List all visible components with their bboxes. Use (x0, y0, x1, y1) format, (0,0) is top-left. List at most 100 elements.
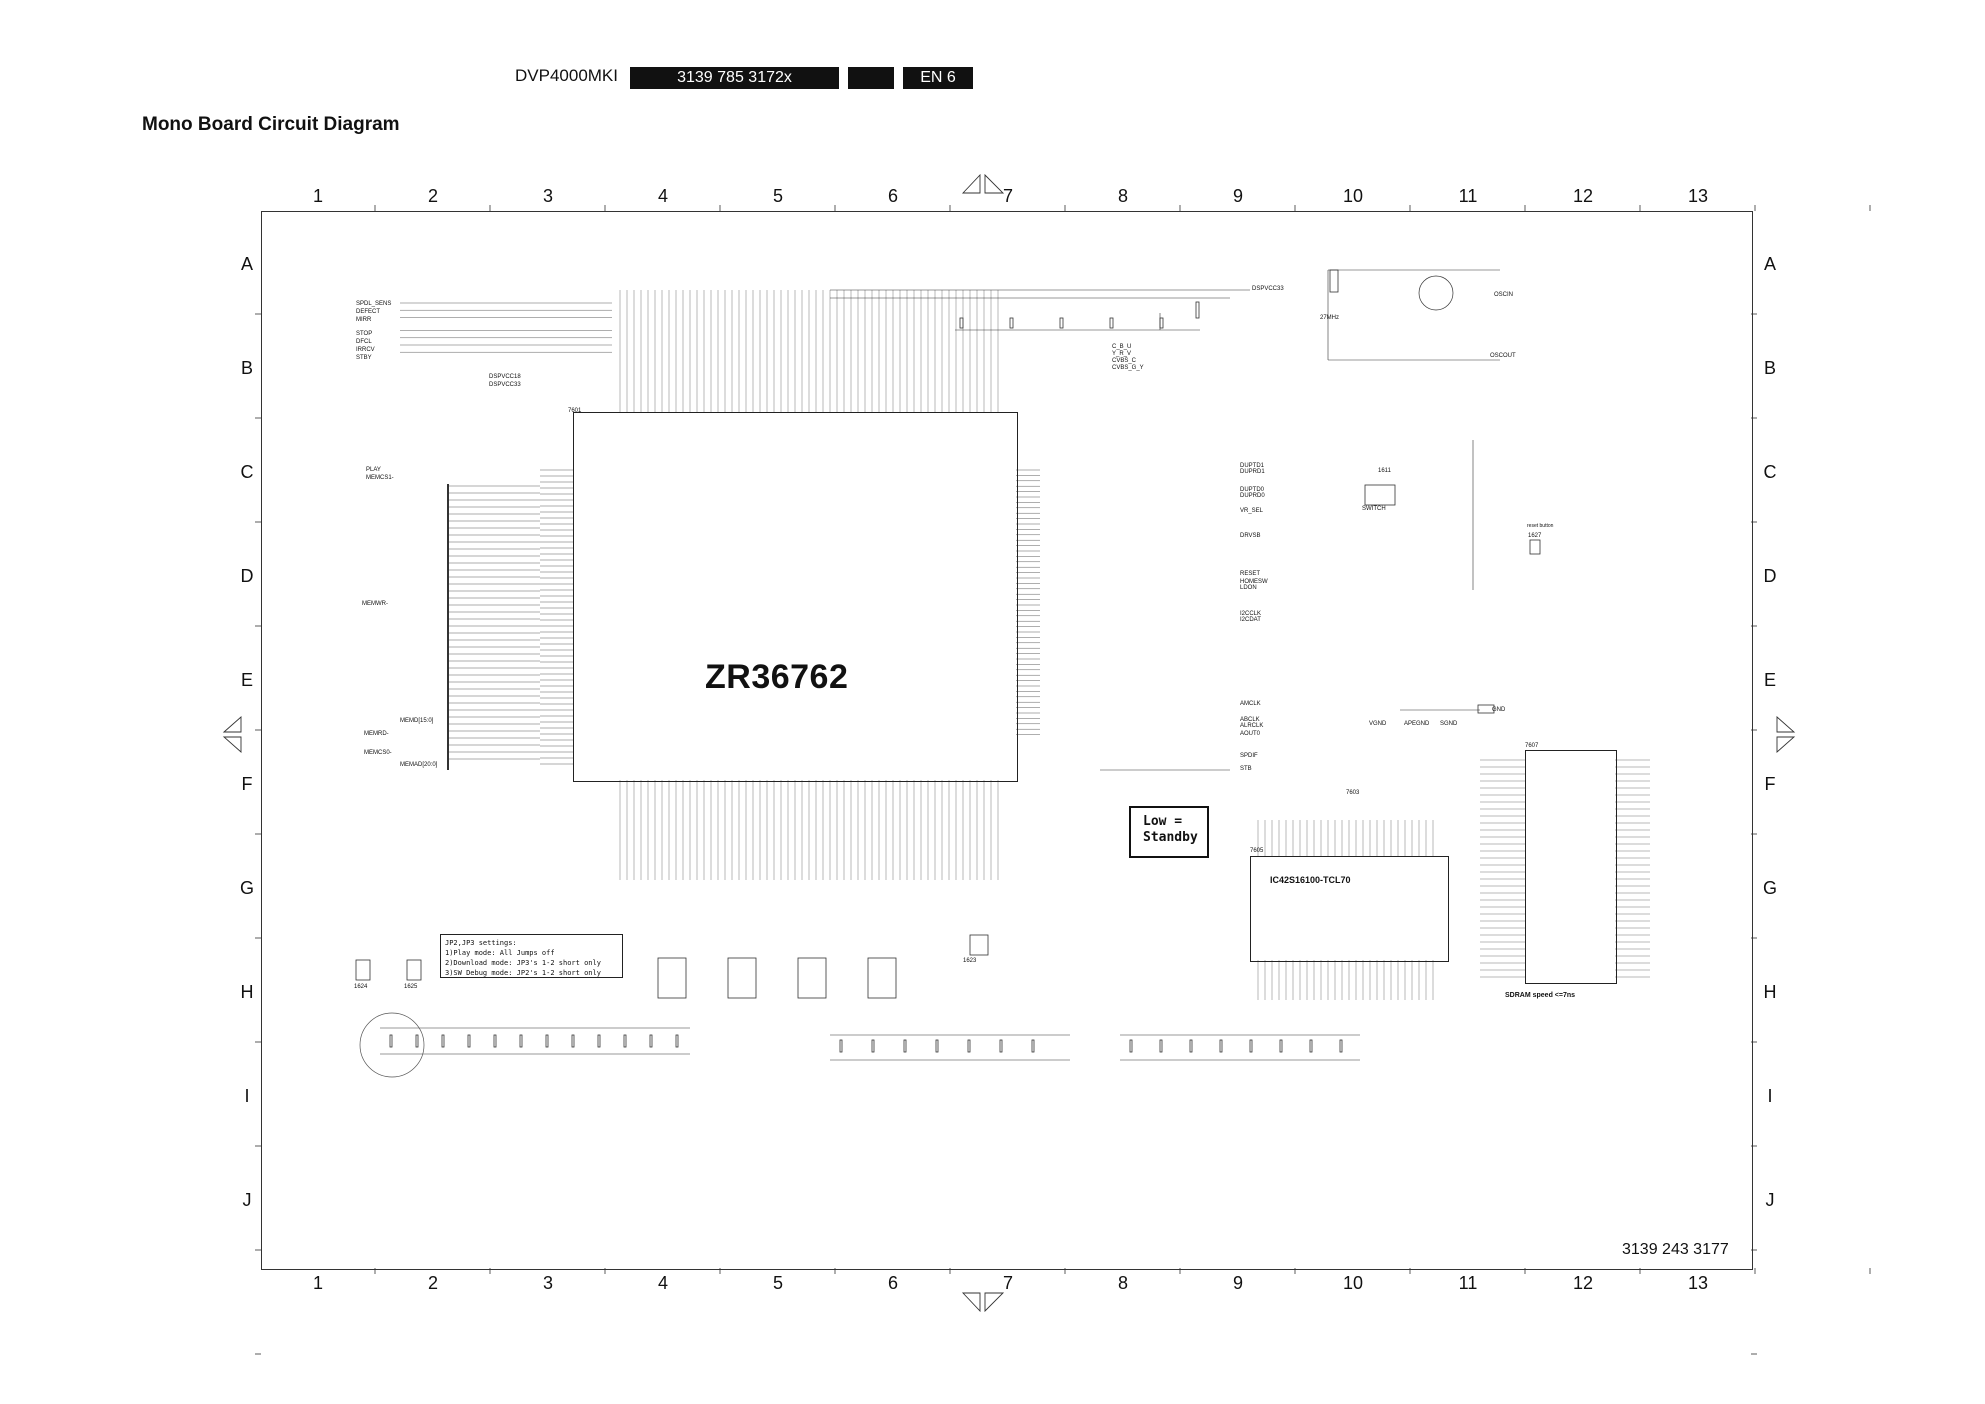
right-signal-label: AOUT0 (1240, 731, 1261, 737)
grid-column-7-bot: 7 (1002, 1273, 1013, 1293)
page-connector-arrow (984, 173, 1005, 194)
grid-row-J-right: J (1765, 1190, 1775, 1210)
capacitor (1309, 1039, 1313, 1053)
grid-column-4-bot: 4 (657, 1273, 668, 1293)
grid-row-E-right: E (1763, 670, 1776, 690)
right-signal-label: I2CDAT (1240, 617, 1261, 623)
power-label: DSPVCC18 (489, 374, 521, 380)
grid-column-11-bot: 11 (1458, 1273, 1478, 1293)
right-signal-label: VR_SEL (1240, 508, 1264, 514)
right-signal-label: DUPTD1 (1240, 463, 1265, 469)
grid-column-12-top: 12 (1572, 186, 1594, 206)
signal-label: STOP (356, 331, 373, 337)
oscin-label: OSCIN (1494, 292, 1514, 298)
grid-row-B-right: B (1763, 358, 1776, 378)
resistor-array (727, 957, 757, 999)
capacitor (1159, 1039, 1163, 1053)
part-number-label: 3139 785 3172x (630, 67, 839, 89)
power-labels: DSPVCC18 DSPVCC33 (489, 373, 521, 389)
capacitor (493, 1034, 497, 1048)
highlight-circle (359, 1012, 425, 1078)
capacitor (903, 1039, 907, 1053)
capacitor (571, 1034, 575, 1048)
grid-row-D-left: D (240, 566, 254, 586)
capacitor (871, 1039, 875, 1053)
grid-row-G-left: G (239, 878, 254, 898)
left-signal-labels: SPDL_SENS DEFECT MIRR STOP DFCL IRRCV ST… (356, 300, 391, 362)
part-ref-7605: 7605 (1250, 848, 1264, 854)
right-signal-label: AMCLK (1240, 701, 1261, 707)
capacitor (1339, 1039, 1343, 1053)
grid-row-C-left: C (240, 462, 254, 482)
signal-label: STBY (356, 355, 372, 361)
resistor-array (797, 957, 827, 999)
page-connector-arrow (1776, 716, 1796, 733)
capacitor (389, 1034, 393, 1048)
grid-row-I-right: I (1767, 1086, 1773, 1106)
sgnd-label: SGND (1440, 721, 1458, 727)
right-signal-label: HOMESW (1240, 579, 1268, 585)
jumper-note-line-1: JP2,JP3 settings: (445, 939, 517, 947)
capacitor (999, 1039, 1003, 1053)
capacitor (441, 1034, 445, 1048)
capacitor (1249, 1039, 1253, 1053)
capacitor (839, 1039, 843, 1053)
crystal (1329, 269, 1339, 293)
video-label: C_B_U (1112, 344, 1132, 350)
video-output-labels: C_B_U Y_R_V CVBS_C CVBS_G_Y (1112, 344, 1144, 372)
document-number: 3139 243 3177 (1622, 1241, 1729, 1258)
grid-row-H-left: H (240, 982, 254, 1002)
grid-column-8-bot: 8 (1117, 1273, 1128, 1293)
diagram-frame (261, 211, 1753, 1270)
sdram-speed-note: SDRAM speed <=7ns (1505, 992, 1576, 999)
grid-column-10-bot: 10 (1342, 1273, 1364, 1293)
blank-label-box (848, 67, 894, 89)
model-name: DVP4000MKI (515, 66, 618, 85)
capacitor (959, 317, 964, 329)
sdram-chip-box (1250, 856, 1449, 962)
jumper-note-line-2: 1)Play mode: All Jumps off (445, 949, 555, 957)
grid-row-D-right: D (1763, 566, 1777, 586)
video-label: Y_R_V (1112, 351, 1132, 357)
right-signal-label: DUPRD0 (1240, 493, 1265, 499)
reset-button-label: reset button (1527, 523, 1554, 529)
grid-column-11-top: 11 (1458, 186, 1478, 206)
grid-column-1-bot: 1 (312, 1273, 323, 1293)
capacitor (675, 1034, 679, 1048)
grid-column-9-bot: 9 (1232, 1273, 1243, 1293)
standby-line-1: Low = (1143, 814, 1183, 829)
capacitor (1189, 1039, 1193, 1053)
capacitor (1031, 1039, 1035, 1053)
switch-label: SWITCH (1362, 506, 1386, 512)
oscillator-circle (1418, 275, 1454, 311)
jumper-note-line-4: 3)SW Debug mode: JP2's 1-2 short only (445, 969, 601, 977)
grid-row-G-right: G (1762, 878, 1777, 898)
part-ref-1611: 1611 (1378, 468, 1391, 474)
main-chip-label: ZR36762 (705, 658, 849, 696)
part-ref-1625: 1625 (404, 984, 418, 990)
play-labels: PLAY MEMCS1- (366, 466, 394, 482)
grid-column-6-bot: 6 (887, 1273, 898, 1293)
power-label: DSPVCC33 (489, 382, 521, 388)
page-connector-arrow (222, 716, 242, 733)
capacitor (545, 1034, 549, 1048)
grid-row-H-right: H (1763, 982, 1777, 1002)
page-connector-arrow (961, 1292, 981, 1313)
standby-note: Low = Standby (1129, 806, 1209, 858)
page-connector-arrow (984, 1292, 1005, 1313)
capacitor (623, 1034, 627, 1048)
right-signal-label: DUPTD0 (1240, 487, 1265, 493)
memwr-label: MEMWR- (362, 601, 388, 607)
right-signal-label: DUPRD1 (1240, 469, 1265, 475)
capacitor (1159, 317, 1164, 329)
page-connector-arrow (1776, 736, 1796, 753)
capacitor (1219, 1039, 1223, 1053)
grid-column-2-top: 2 (427, 186, 438, 206)
right-signal-label: LDON (1240, 585, 1257, 591)
jumper-note-line-3: 2)Download mode: JP3's 1-2 short only (445, 959, 601, 967)
standby-line-2: Standby (1143, 830, 1198, 845)
part-ref-1624: 1624 (354, 984, 368, 990)
jumper (355, 959, 371, 981)
grid-column-3-top: 3 (542, 186, 553, 206)
